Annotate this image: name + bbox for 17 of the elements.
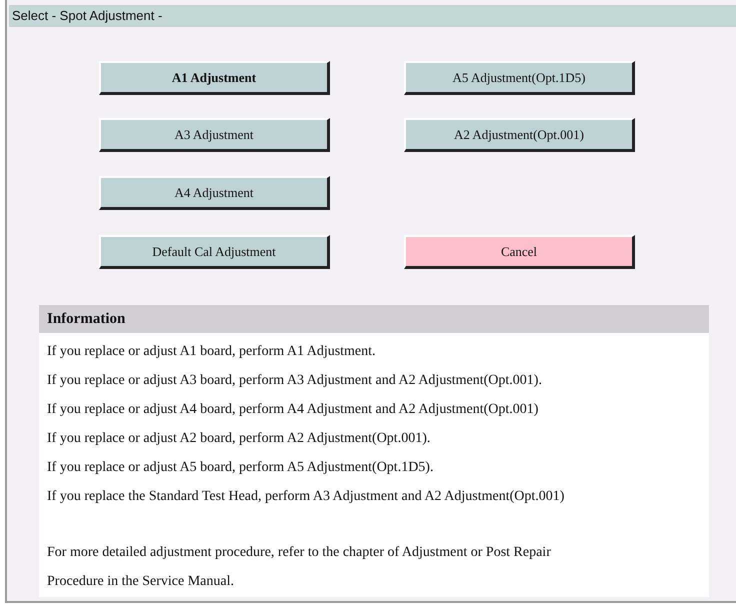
- info-line: If you replace or adjust A2 board, perform A2 Adjustment(Opt.001).: [47, 430, 430, 448]
- cancel-button: Cancel: [404, 235, 635, 269]
- adjustment-button: A5 Adjustment(Opt.1D5): [404, 61, 635, 95]
- panel-heading: Information: [39, 305, 709, 333]
- adjustment-button: A3 Adjustment: [99, 118, 330, 152]
- adjustment-button: Default Cal Adjustment: [99, 235, 330, 269]
- info-line: If you replace or adjust A1 board, perform A1 Adjustment.: [47, 343, 376, 361]
- info-line: If you replace the Standard Test Head, perform A3 Adjustment and A2 Adjustment(Opt.001): [47, 488, 564, 506]
- information-panel: [39, 305, 709, 597]
- adjustment-button: A1 Adjustment: [99, 61, 330, 95]
- note-paragraph: For more detailed adjustment procedure, refer to the chapter of Adjustment or Post Repair Procedure in the Service Manual.: [47, 544, 552, 591]
- adjustment-button: A2 Adjustment(Opt.001): [404, 118, 635, 152]
- dialog-title: Select - Spot Adjustment -: [9, 5, 736, 27]
- info-line: If you replace or adjust A5 board, perform A5 Adjustment(Opt.1D5).: [47, 459, 434, 477]
- info-line: If you replace or adjust A4 board, perform A4 Adjustment and A2 Adjustment(Opt.001): [47, 401, 538, 419]
- info-line: If you replace or adjust A3 board, perform A3 Adjustment and A2 Adjustment(Opt.001).: [47, 372, 542, 390]
- adjustment-button: A4 Adjustment: [99, 176, 330, 210]
